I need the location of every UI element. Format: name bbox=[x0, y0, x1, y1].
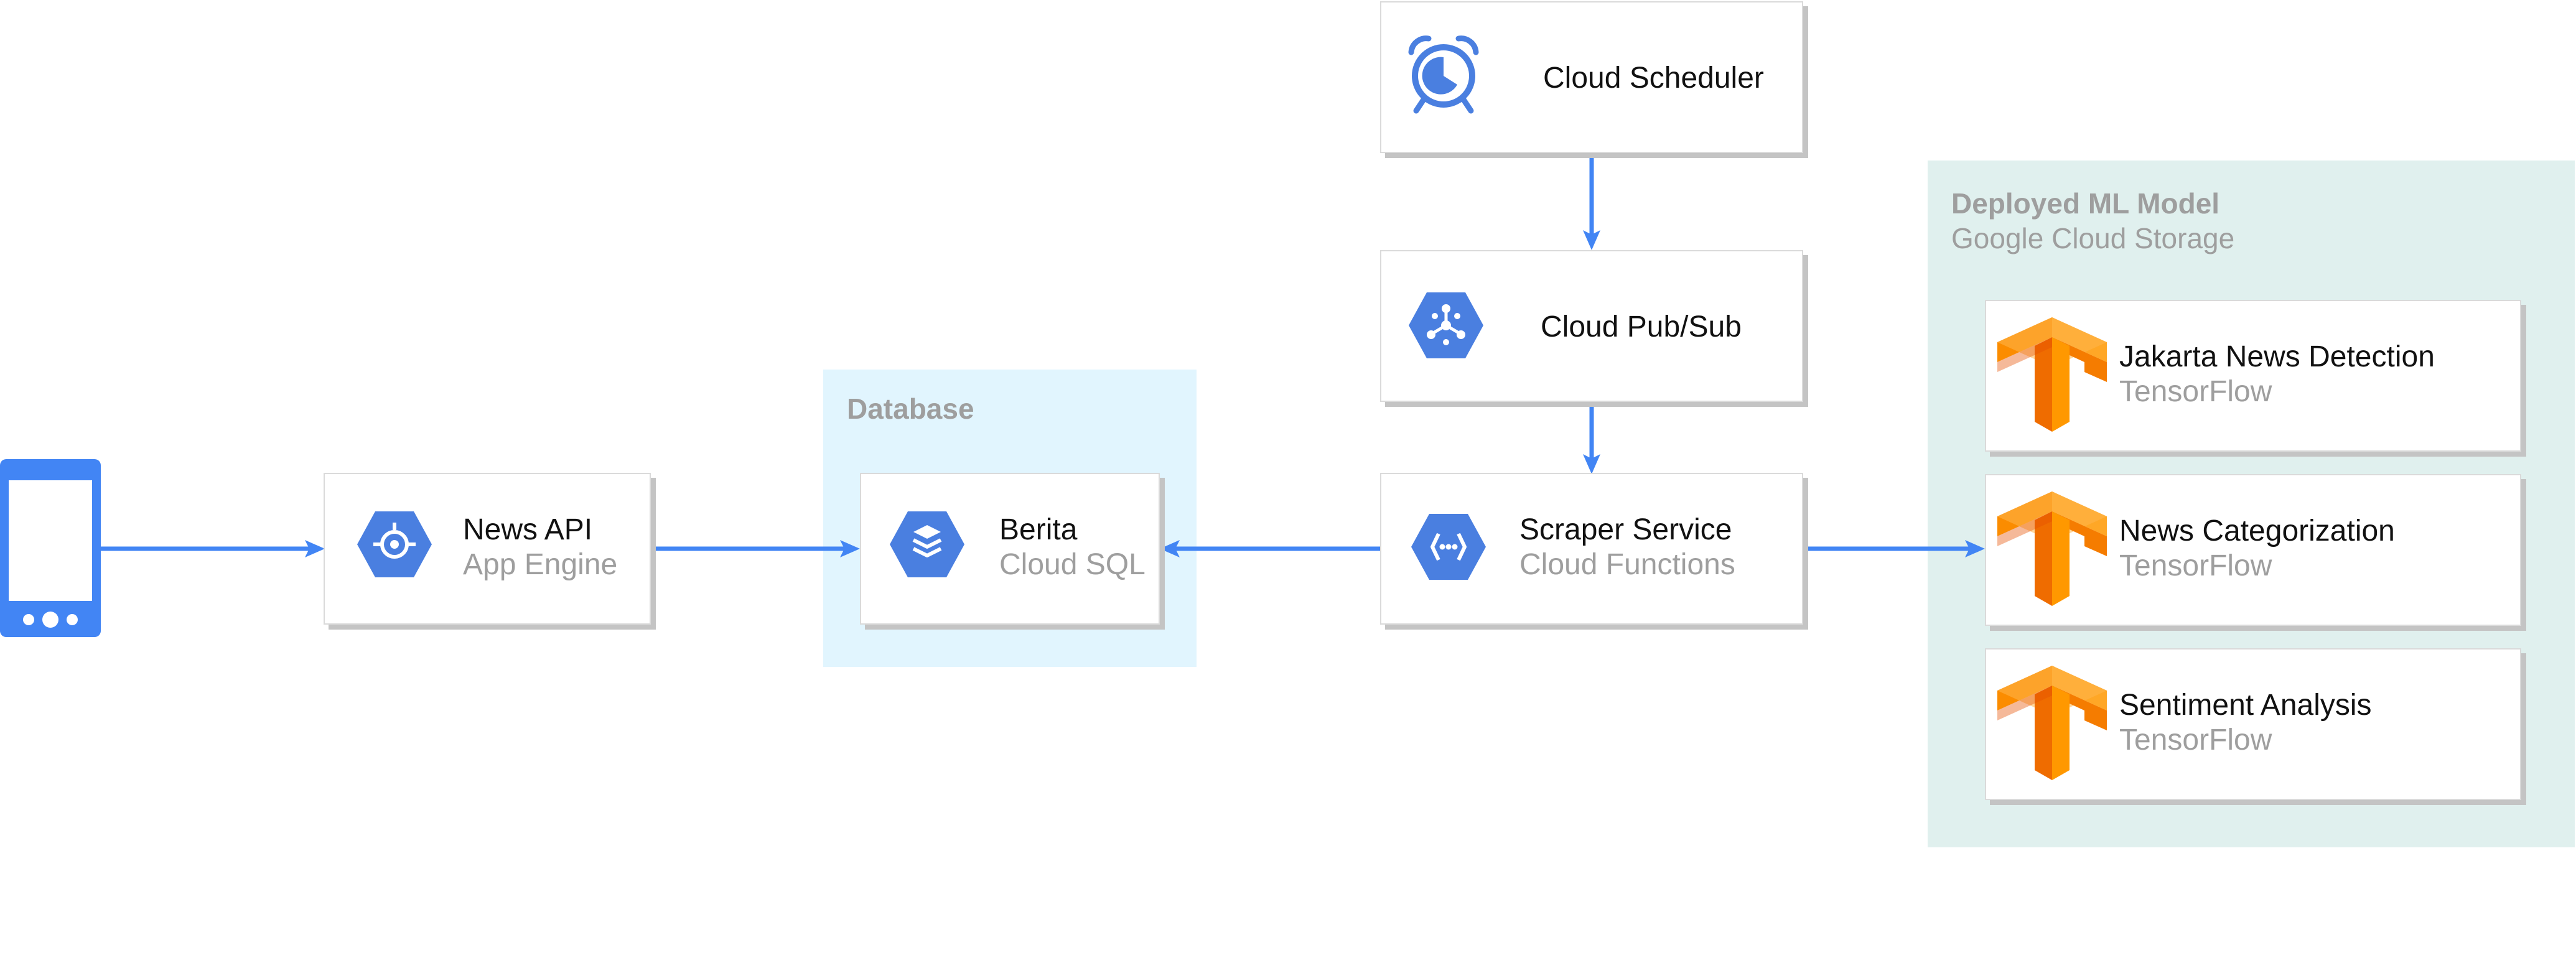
berita-card[interactable]: Berita Cloud SQL bbox=[860, 473, 1160, 625]
berita-title: Berita bbox=[999, 513, 1078, 546]
mobile-phone-icon bbox=[0, 459, 101, 637]
arrowhead-api bbox=[305, 540, 325, 557]
pubsub-title: Cloud Pub/Sub bbox=[1541, 310, 1742, 343]
cloud-scheduler-title: Cloud Scheduler bbox=[1543, 62, 1764, 95]
cloud-sql-icon bbox=[889, 510, 966, 582]
scraper-subtitle: Cloud Functions bbox=[1519, 548, 1735, 581]
jakarta-subtitle: TensorFlow bbox=[2119, 375, 2272, 408]
arrowhead-scraper bbox=[1583, 454, 1600, 474]
news-api-card[interactable]: News API App Engine bbox=[324, 473, 651, 625]
ml-group-subtitle: Google Cloud Storage bbox=[1951, 222, 2235, 254]
cloud-scheduler-card[interactable]: Cloud Scheduler bbox=[1380, 1, 1803, 153]
sentiment-title: Sentiment Analysis bbox=[2119, 689, 2372, 722]
arrowhead-berita bbox=[840, 540, 860, 557]
tensorflow-icon bbox=[1997, 317, 2107, 435]
ml-group-title: Deployed ML Model bbox=[1951, 187, 2220, 220]
pubsub-card[interactable]: Cloud Pub/Sub bbox=[1380, 250, 1803, 402]
app-engine-icon bbox=[356, 510, 433, 582]
news-api-title: News API bbox=[463, 513, 593, 546]
arrowhead-pubsub bbox=[1583, 230, 1600, 250]
scraper-service-card[interactable]: Scraper Service Cloud Functions bbox=[1380, 473, 1803, 625]
scraper-title: Scraper Service bbox=[1519, 513, 1732, 546]
arrowhead-berita-left bbox=[1160, 540, 1180, 557]
jakarta-news-detection-card[interactable]: Jakarta News Detection TensorFlow bbox=[1985, 300, 2521, 452]
news-categorization-card[interactable]: News Categorization TensorFlow bbox=[1985, 474, 2521, 626]
alarm-clock-icon bbox=[1406, 35, 1481, 119]
database-group-title: Database bbox=[847, 393, 974, 425]
tensorflow-icon bbox=[1997, 666, 2107, 783]
categorization-title: News Categorization bbox=[2119, 514, 2395, 547]
arrowhead-ml bbox=[1965, 540, 1985, 557]
cloud-functions-icon bbox=[1410, 513, 1487, 584]
berita-subtitle: Cloud SQL bbox=[999, 548, 1146, 581]
categorization-subtitle: TensorFlow bbox=[2119, 549, 2272, 582]
sentiment-analysis-card[interactable]: Sentiment Analysis TensorFlow bbox=[1985, 648, 2521, 800]
pubsub-icon bbox=[1407, 291, 1485, 363]
news-api-subtitle: App Engine bbox=[463, 548, 618, 581]
tensorflow-icon bbox=[1997, 491, 2107, 609]
sentiment-subtitle: TensorFlow bbox=[2119, 724, 2272, 757]
jakarta-title: Jakarta News Detection bbox=[2119, 340, 2435, 373]
